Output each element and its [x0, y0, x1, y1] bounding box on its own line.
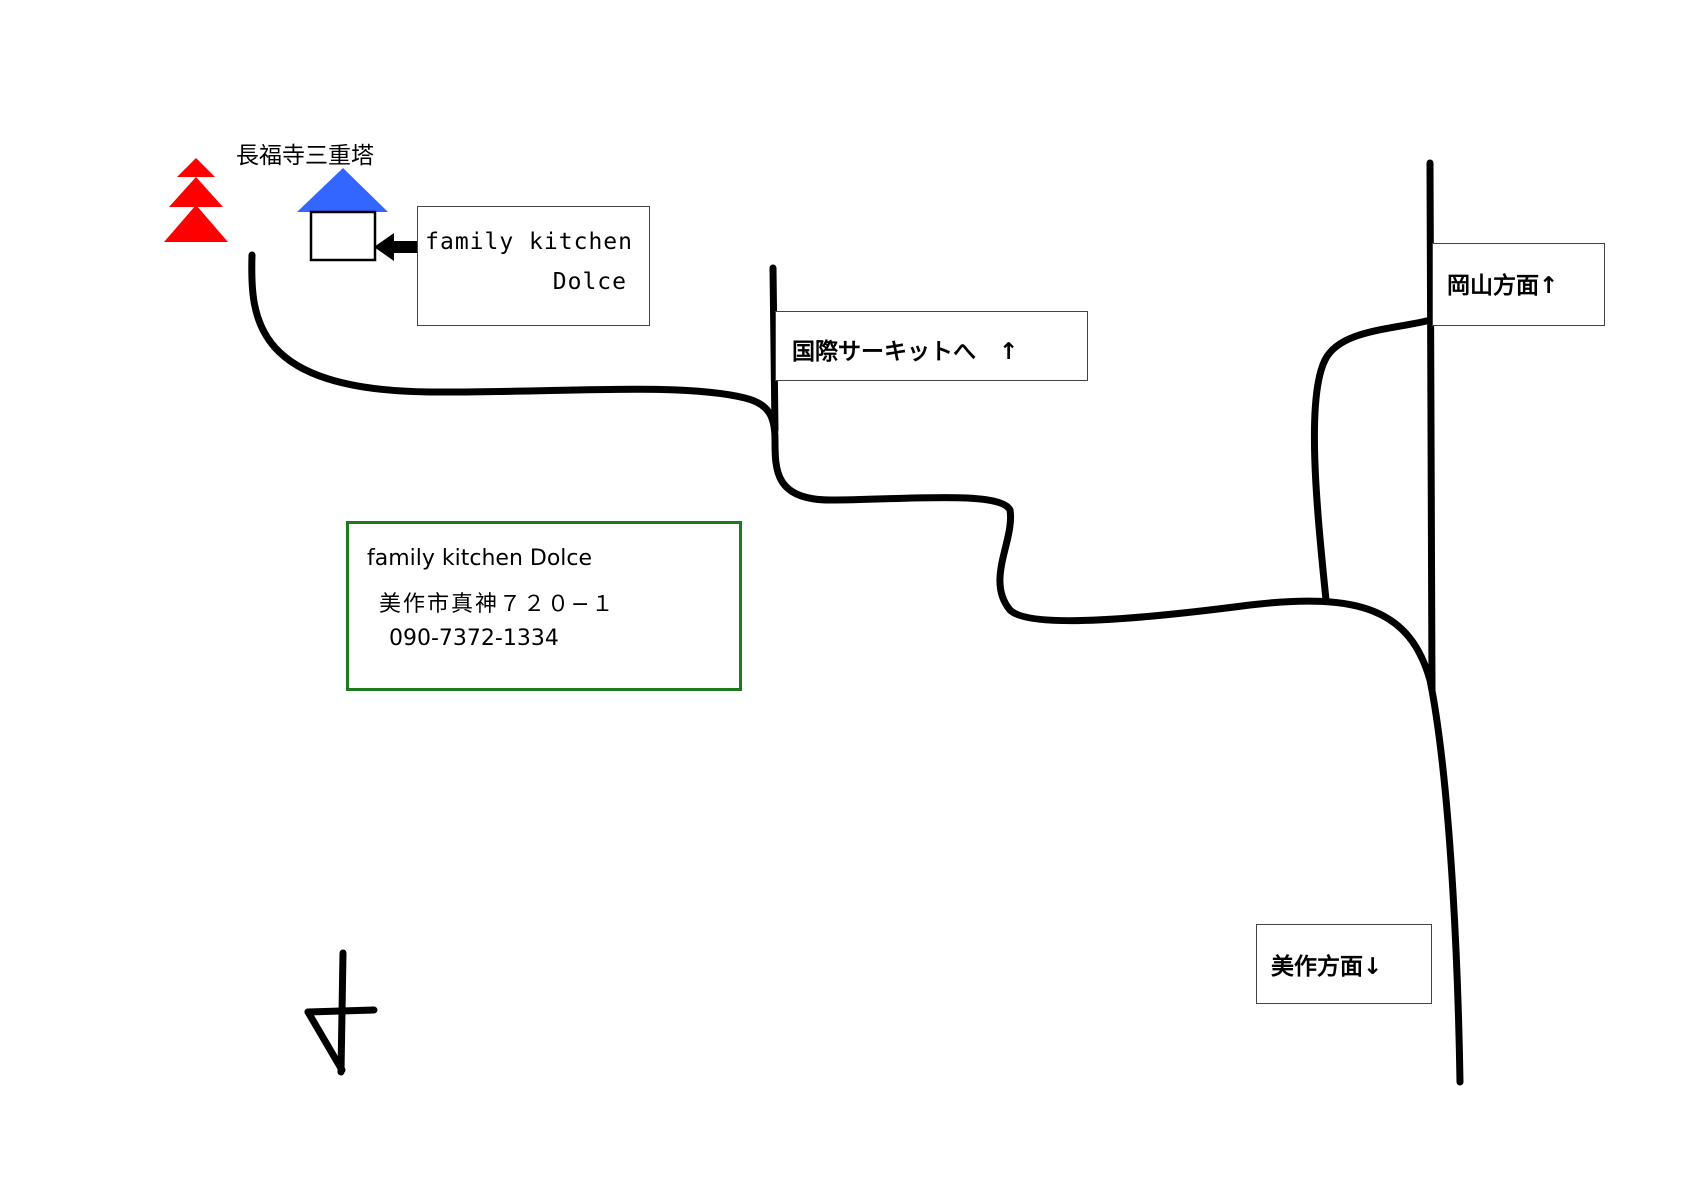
pagoda-label: 長福寺三重塔	[236, 143, 374, 169]
shop-name-line2: Dolce	[552, 269, 627, 295]
connector-road	[1310, 316, 1435, 604]
roads	[248, 159, 1464, 1086]
mimasaka-sign-text: 美作方面↓	[1271, 954, 1383, 980]
circuit-sign-text: 国際サーキットへ ↑	[792, 339, 1019, 365]
shop-info-box: family kitchen Dolce 美作市真神７２０−１ 090-7372…	[346, 521, 742, 691]
pointer-arrow-icon	[374, 233, 418, 261]
okayama-sign: 岡山方面↑	[1432, 243, 1605, 326]
main-road	[248, 251, 1434, 684]
mimasaka-road	[1426, 676, 1464, 1086]
shop-name-line1: family kitchen	[425, 229, 633, 255]
restaurant-house-icon	[297, 168, 388, 262]
info-shop-name: family kitchen Dolce	[367, 546, 593, 571]
shop-label-box: family kitchen Dolce	[417, 206, 650, 326]
info-phone: 090-7372-1334	[389, 626, 559, 651]
mimasaka-sign: 美作方面↓	[1256, 924, 1432, 1004]
info-address: 美作市真神７２０−１	[379, 592, 616, 617]
pagoda-icon	[164, 158, 228, 242]
circuit-sign: 国際サーキットへ ↑	[775, 311, 1088, 381]
north-arrow-icon	[304, 949, 378, 1076]
okayama-sign-text: 岡山方面↑	[1447, 273, 1559, 299]
circuit-road	[769, 264, 779, 434]
okayama-road	[1426, 159, 1436, 694]
